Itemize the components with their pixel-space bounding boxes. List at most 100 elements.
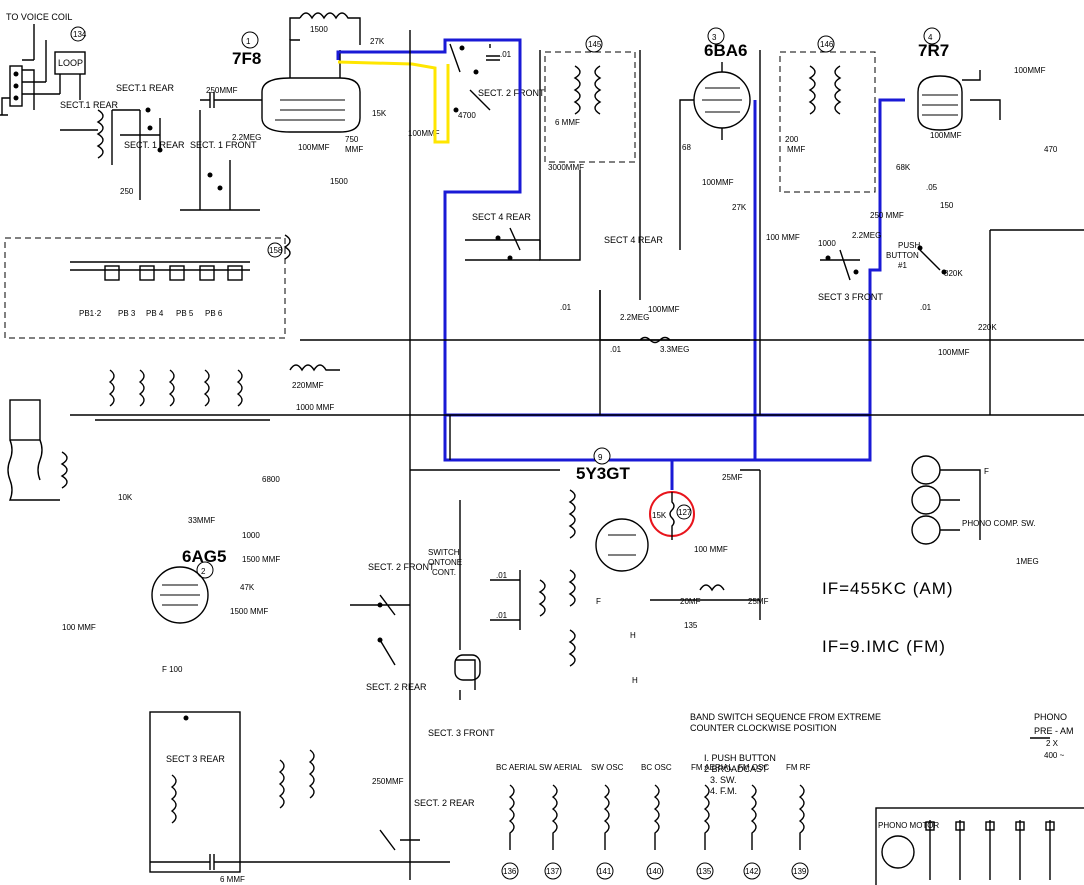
tube-6ba6-number: 3 — [712, 33, 717, 42]
value-47k: 47K — [240, 583, 255, 592]
filter-section: 20MF 25MF 25MF 135 — [650, 469, 769, 630]
tube-7f8: 1 7F8 — [232, 31, 361, 133]
value-820k: 820K — [944, 269, 963, 278]
band-switch-bank: PB1·2 PB 3 PB 4 PB 5 PB 6 — [4, 237, 286, 339]
push-button-label-3: #1 — [898, 261, 907, 270]
values-mid-area: 100MMF 2.2MEG .01 .01 3.3MEG — [560, 290, 750, 354]
value-25mf-b: 25MF — [722, 473, 743, 482]
value-200mmf-b: MMF — [787, 145, 805, 154]
value-1500-b: 1500 — [330, 177, 348, 186]
part-146: 146 — [820, 40, 834, 49]
value-1500mmf-73: 1500 MMF — [230, 607, 268, 616]
seq-3: 3. SW. — [710, 775, 737, 785]
value-10k: 10K — [118, 493, 133, 502]
value-20mf: 20MF — [680, 597, 701, 606]
hz400-label: 400 ~ — [1044, 751, 1065, 760]
coil-legend-number-circle — [696, 862, 714, 880]
coil-legend-coil — [551, 784, 558, 850]
sect-1-front-label: SECT. 1 FRONT — [190, 140, 257, 150]
sect-1-rear-label: SECT.1 REAR — [116, 83, 175, 93]
pb-5: PB 5 — [176, 309, 194, 318]
osc-coils-row — [95, 369, 270, 421]
label-h-2: H — [632, 676, 638, 685]
coil-legend-coil — [750, 784, 757, 850]
phono-motor-switch: PHONO MOTOR — [878, 821, 939, 830]
sect-2-front-switch: SECT. 2 FRONT 4700 .01 — [449, 43, 545, 120]
cap-6mmf-69: 6 MMF — [150, 854, 450, 884]
coil-legend-number: 135 — [698, 867, 712, 876]
if-transformer-145: 145 6 MMF 3000MMF — [544, 35, 636, 172]
if-transformer-146: 146 200 MMF 250 MMF 2.2MEG 1000 100 MMF — [766, 35, 904, 248]
value-01-14: .01 — [496, 611, 508, 620]
value-01: .01 — [500, 50, 512, 59]
power-switch: SWITCH ONTONE CONT. — [428, 500, 481, 700]
trimmer-row — [104, 265, 243, 281]
value-2-2meg-b: 2.2MEG — [852, 231, 881, 240]
value-1000mmf: 1000 MMF — [296, 403, 334, 412]
value-100mmf-59: 100MMF — [648, 305, 680, 314]
sect-2-front-label: SECT. 2 FRONT — [478, 88, 545, 98]
sect-4-rear-label-2: SECT 4 REAR — [604, 235, 663, 245]
coil-legend-coil — [703, 784, 710, 850]
push-button-1: PUSH BUTTON #1 — [886, 241, 947, 275]
value-100mmf-75: 100 MMF — [62, 623, 96, 632]
value-4700: 4700 — [458, 111, 476, 120]
coil-156: 158 — [267, 234, 291, 260]
value-33mmf: 33MMF — [188, 516, 215, 525]
value-2-2meg: 2.2MEG — [232, 133, 261, 142]
value-6mmf-69: 6 MMF — [220, 875, 245, 884]
switch-label-3: CONT. — [432, 568, 456, 577]
value-220k: 220K — [978, 323, 997, 332]
value-15k: 15K — [372, 109, 387, 118]
coil-legend-coil — [798, 784, 805, 850]
value-135: 135 — [684, 621, 698, 630]
value-6800: 6800 — [262, 475, 280, 484]
value-25mf: 25MF — [748, 597, 769, 606]
voice-coil-label: TO VOICE COIL — [6, 12, 72, 22]
push-button-label: PUSH — [898, 241, 920, 250]
sect-2-rear-mid-label: SECT. 2 REAR — [366, 682, 427, 692]
part-127: 127 — [678, 508, 692, 517]
value-1meg: 1MEG — [1016, 557, 1039, 566]
loop-label: LOOP — [58, 58, 83, 68]
switch-label: SWITCH — [428, 548, 460, 557]
coil-legend-coil — [508, 784, 515, 850]
sect-3-front-lower-label: SECT. 3 FRONT — [428, 728, 495, 738]
value-01-35: .01 — [610, 345, 622, 354]
coil-legend-coil — [603, 784, 610, 850]
pb-4: PB 4 — [146, 309, 164, 318]
yellow-highlight-path — [337, 60, 450, 144]
value-100mmf-54: 100MMF — [930, 131, 962, 140]
tube-7r7-label: 7R7 — [918, 41, 949, 60]
switch-label-2: ONTONE — [428, 558, 462, 567]
sect-1-rear-label-2: SECT.1 REAR — [60, 100, 119, 110]
seq-4: 4. F.M. — [710, 786, 737, 796]
tube-6ba6: 3 6BA6 68 100MMF 27K — [679, 27, 751, 250]
switch-columns — [925, 820, 1055, 880]
sect-1-rear-switch: SECT.1 REAR SECT.1 REAR SECT. 1 REAR — [60, 83, 185, 200]
value-100mmf-58: 100MMF — [702, 178, 734, 187]
value-200mmf: 200 — [785, 135, 799, 144]
tube-5y3gt-number: 9 — [598, 453, 603, 462]
part-145: 145 — [588, 40, 602, 49]
tube-6ba6-label: 6BA6 — [704, 41, 747, 60]
value-mmf: MMF — [345, 145, 363, 154]
label-h: H — [630, 631, 636, 640]
sect-3-front-label: SECT 3 FRONT — [818, 292, 883, 302]
tube-6ag5-label: 6AG5 — [182, 547, 226, 566]
value-150: 150 — [940, 201, 954, 210]
seq-2: 2 BROADCAST — [704, 764, 768, 774]
value-6mmf: 6 MMF — [555, 118, 580, 127]
value-68k: 68K — [896, 163, 911, 172]
value-01-12: .01 — [496, 571, 508, 580]
sect-2-rear-lower-label: SECT. 2 REAR — [414, 798, 475, 808]
coil-legend-number: 141 — [598, 867, 612, 876]
value-100mmf: 100MMF — [298, 143, 330, 152]
seq-1: I. PUSH BUTTON — [704, 753, 776, 763]
value-250mmf-55: 250 MMF — [870, 211, 904, 220]
blue-highlight-path-top — [336, 38, 905, 462]
value-750: 750 — [345, 135, 359, 144]
sect-2-front-mid: SECT. 2 FRONT — [350, 562, 435, 616]
x2-label: 2 X — [1046, 739, 1059, 748]
